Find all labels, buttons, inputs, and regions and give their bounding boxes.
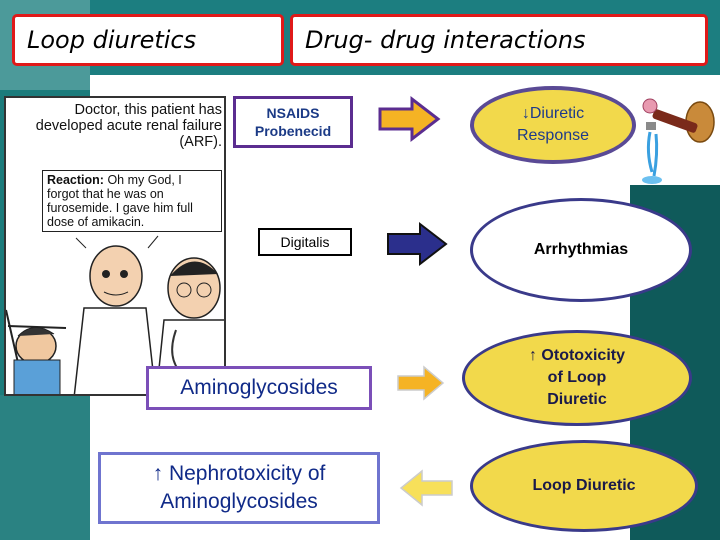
effect-diuretic-response: ↓Diuretic Response xyxy=(470,86,636,164)
left-arrow-icon xyxy=(399,469,453,507)
title-drug-interactions: Drug- drug interactions xyxy=(290,14,708,66)
cartoon-reaction: Reaction: Oh my God, I forgot that he wa… xyxy=(42,170,222,232)
drug-nsaids: NSAIDS xyxy=(266,105,320,121)
diuretic-line2: Response xyxy=(516,127,590,144)
drug-aminoglycosides: Aminoglycosides xyxy=(146,366,372,410)
kidney-faucet-icon xyxy=(642,98,715,184)
right-arrow-icon xyxy=(387,221,448,267)
right-arrow-icon xyxy=(378,95,441,143)
reaction-text: Oh my God, I forgot that he was on furos… xyxy=(47,173,193,229)
effect-ototoxicity: ↑ Ototoxicity of Loop Diuretic xyxy=(462,330,692,426)
title-loop-diuretics: Loop diuretics xyxy=(12,14,284,66)
cartoon-panel: Doctor, this patient has developed acute… xyxy=(4,96,226,396)
effect-nephrotoxicity: ↑ Nephrotoxicity of Aminoglycosides xyxy=(98,452,380,524)
nephrotoxicity-line2: Aminoglycosides xyxy=(160,490,318,513)
diuretic-line1: ↓Diuretic xyxy=(521,105,585,122)
nephrotoxicity-line1: ↑ Nephrotoxicity of xyxy=(152,462,326,485)
drug-nsaids-probenecid: NSAIDS Probenecid xyxy=(233,96,353,148)
ototoxicity-line3: Diuretic xyxy=(547,391,607,408)
right-arrow-icon xyxy=(397,365,445,401)
effect-arrhythmias: Arrhythmias xyxy=(470,198,692,302)
reaction-label: Reaction: xyxy=(47,173,104,187)
background-left-band xyxy=(0,395,90,540)
effect-loop-diuretic: Loop Diuretic xyxy=(470,440,698,532)
cartoon-caption: Doctor, this patient has developed acute… xyxy=(35,102,222,150)
cartoon-illustration xyxy=(6,235,224,394)
drug-digitalis: Digitalis xyxy=(258,228,352,256)
ototoxicity-line1: ↑ Ototoxicity xyxy=(528,347,625,364)
ototoxicity-line2: of Loop xyxy=(547,369,607,386)
drug-probenecid: Probenecid xyxy=(254,123,332,139)
